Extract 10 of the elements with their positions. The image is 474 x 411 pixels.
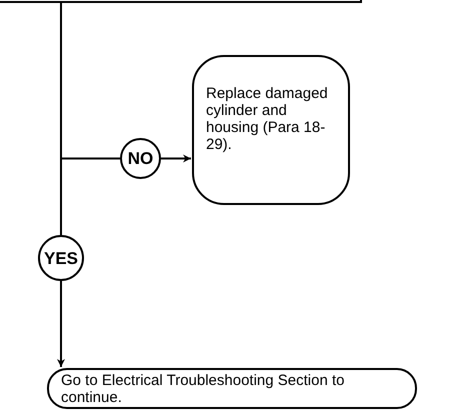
decision-label: YES bbox=[44, 250, 78, 266]
decision-label: NO bbox=[128, 150, 154, 167]
connector-arrow bbox=[57, 281, 65, 367]
step-text: Replace damaged cylinder and housing (Para 18-29). bbox=[206, 85, 329, 153]
decision-circle bbox=[120, 138, 161, 179]
connector-arrow bbox=[161, 154, 191, 162]
process-box bbox=[47, 368, 417, 409]
decision-circle bbox=[38, 235, 84, 281]
step-text: Go to Electrical Troubleshooting Section to continue. bbox=[61, 372, 346, 406]
process-box bbox=[192, 55, 350, 205]
